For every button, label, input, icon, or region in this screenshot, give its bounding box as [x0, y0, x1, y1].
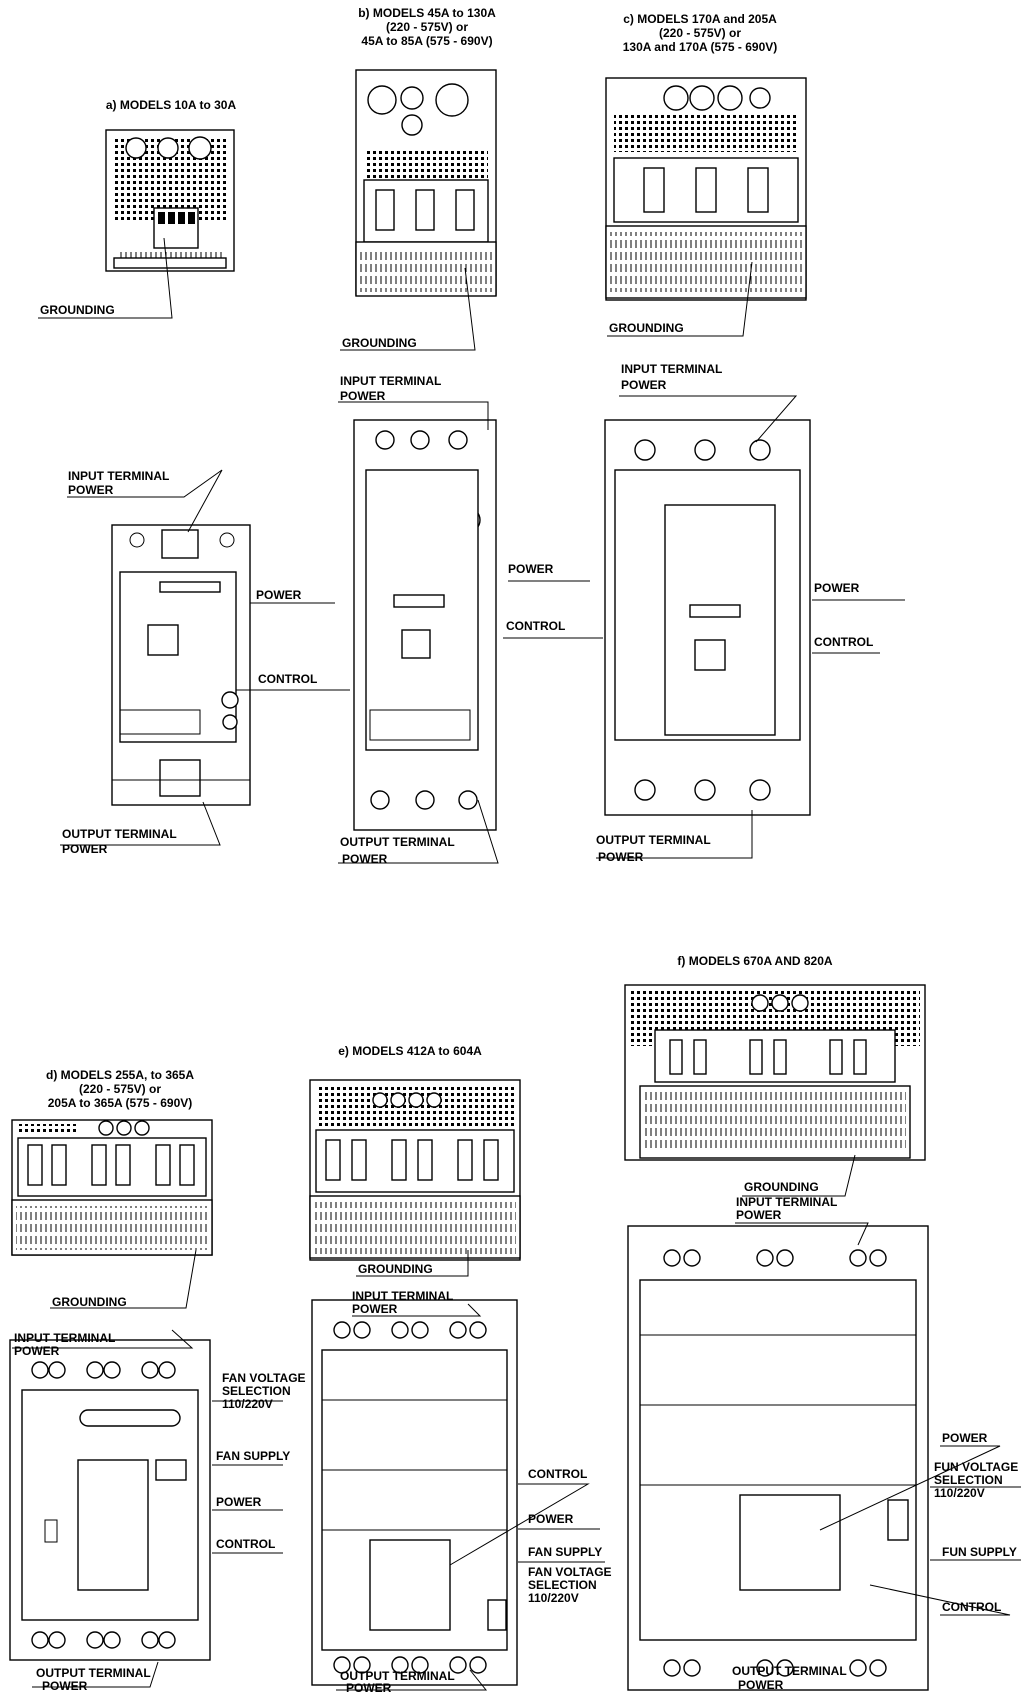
label-grounding-c: GROUNDING	[609, 321, 684, 335]
title-e: e) MODELS 412A to 604A	[338, 1044, 482, 1058]
drawing-a-top	[105, 129, 235, 272]
label-input-terminal-a: INPUT TERMINAL	[68, 469, 170, 483]
label-control-b: CONTROL	[506, 619, 566, 633]
label-grounding-e: GROUNDING	[358, 1262, 433, 1276]
label-input-power-c: POWER	[621, 378, 667, 392]
label-grounding-f: GROUNDING	[744, 1180, 819, 1194]
label-control-f: CONTROL	[942, 1600, 1002, 1614]
drawing-c-front	[604, 419, 811, 816]
label-output-power-d: POWER	[42, 1679, 88, 1693]
drawing-e-front	[311, 1299, 518, 1686]
title-d: d) MODELS 255A, to 365A (220 - 575V) or …	[45, 1068, 195, 1110]
label-selection-d: SELECTION	[222, 1384, 291, 1398]
drawing-f-front	[627, 1225, 929, 1691]
label-input-terminal-b: INPUT TERMINAL	[340, 374, 442, 388]
label-power-e: POWER	[528, 1512, 574, 1526]
label-control-c: CONTROL	[814, 635, 874, 649]
label-selection-f: SELECTION	[934, 1473, 1003, 1487]
label-output-power-e: POWER	[346, 1681, 392, 1695]
label-output-terminal-b: OUTPUT TERMINAL	[340, 835, 455, 849]
label-output-terminal-a: OUTPUT TERMINAL	[62, 827, 177, 841]
label-input-power-f: POWER	[736, 1208, 782, 1222]
drawing-c-top	[605, 77, 807, 301]
label-output-terminal-e: OUTPUT TERMINAL	[340, 1669, 455, 1683]
label-output-power-a: POWER	[62, 842, 108, 856]
drawing-f-top	[624, 984, 926, 1161]
label-output-power-f: POWER	[738, 1678, 784, 1692]
label-fan-voltage-e: FAN VOLTAGE	[528, 1565, 612, 1579]
label-grounding-a: GROUNDING	[40, 303, 115, 317]
label-output-power-b: POWER	[342, 852, 388, 866]
title-f: f) MODELS 670A AND 820A	[677, 954, 833, 968]
label-input-terminal-e: INPUT TERMINAL	[352, 1289, 454, 1303]
drawing-b-front	[353, 419, 497, 831]
label-output-terminal-f: OUTPUT TERMINAL	[732, 1664, 847, 1678]
leader-lines	[12, 237, 1021, 1691]
label-grounding-b: GROUNDING	[342, 336, 417, 350]
label-output-terminal-d: OUTPUT TERMINAL	[36, 1666, 151, 1680]
label-grounding-d: GROUNDING	[52, 1295, 127, 1309]
label-input-power-b: POWER	[340, 389, 386, 403]
label-fun-voltage-f: FUN VOLTAGE	[934, 1460, 1019, 1474]
label-control-e: CONTROL	[528, 1467, 588, 1481]
drawing-b-top	[355, 69, 497, 297]
label-power-f: POWER	[942, 1431, 988, 1445]
label-input-power-e: POWER	[352, 1302, 398, 1316]
label-power-d: POWER	[216, 1495, 262, 1509]
label-power-c: POWER	[814, 581, 860, 595]
title-c: c) MODELS 170A and 205A (220 - 575V) or …	[622, 12, 778, 54]
drawing-e-top	[309, 1079, 521, 1261]
label-power-a: POWER	[256, 588, 302, 602]
label-voltage-range-e: 110/220V	[528, 1591, 579, 1605]
title-a: a) MODELS 10A to 30A	[105, 98, 237, 112]
label-input-power-a: POWER	[68, 483, 114, 497]
label-input-terminal-d: INPUT TERMINAL	[14, 1331, 116, 1345]
label-output-terminal-c: OUTPUT TERMINAL	[596, 833, 711, 847]
label-voltage-range-f: 110/220V	[934, 1486, 985, 1500]
label-fun-supply-f: FUN SUPPLY	[942, 1545, 1017, 1559]
drawing-d-top	[11, 1119, 213, 1256]
label-control-a: CONTROL	[258, 672, 318, 686]
label-fan-supply-d: FAN SUPPLY	[216, 1449, 291, 1463]
label-control-d: CONTROL	[216, 1537, 276, 1551]
label-power-b: POWER	[508, 562, 554, 576]
label-fan-supply-e: FAN SUPPLY	[528, 1545, 603, 1559]
title-b: b) MODELS 45A to 130A (220 - 575V) or 45…	[358, 6, 496, 48]
drawing-d-front	[9, 1339, 211, 1661]
label-selection-e: SELECTION	[528, 1578, 597, 1592]
label-output-power-c: POWER	[598, 850, 644, 864]
label-input-terminal-f: INPUT TERMINAL	[736, 1195, 838, 1209]
label-fan-voltage-d: FAN VOLTAGE	[222, 1371, 306, 1385]
label-input-power-d: POWER	[14, 1344, 60, 1358]
label-input-terminal-c: INPUT TERMINAL	[621, 362, 723, 376]
label-voltage-range-d: 110/220V	[222, 1397, 273, 1411]
drawing-a-front	[111, 524, 251, 806]
